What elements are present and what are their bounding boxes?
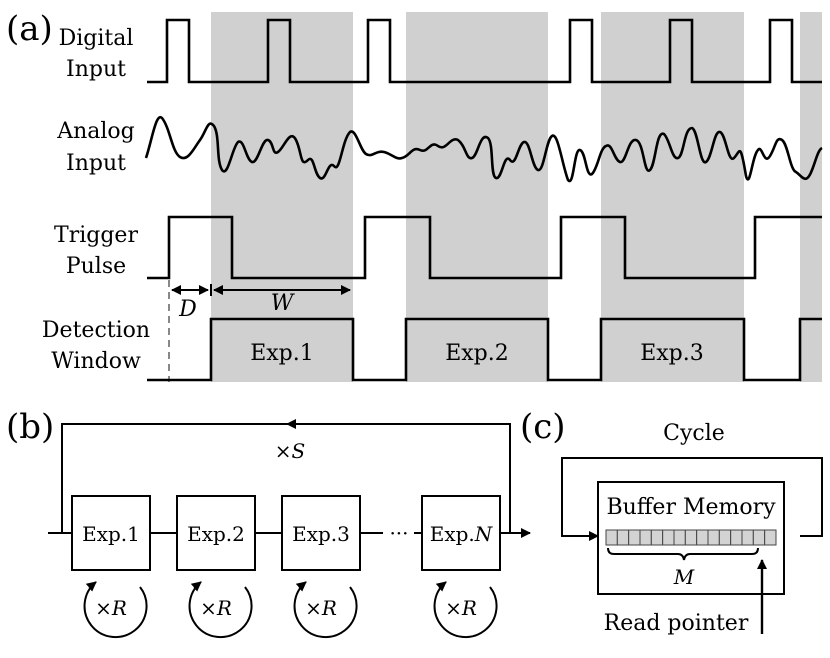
buffer-cell xyxy=(684,529,698,546)
buffer-cell xyxy=(639,529,652,546)
exp-box-n-label: Exp.N xyxy=(430,522,494,546)
trigger-pulse-label-line2: Pulse xyxy=(66,254,126,279)
repeat-r-loop-1 xyxy=(83,581,148,639)
repeat-r-label-2: ×R xyxy=(200,596,232,620)
exp-box-2-label: Exp.2 xyxy=(187,522,245,546)
panel-b: (b) ×S ··· Exp.1 Exp.2 Exp.3 Exp.N ×R ×R… xyxy=(6,407,531,639)
repeat-r-label-3: ×R xyxy=(305,596,337,620)
analog-input-label-line2: Input xyxy=(66,151,126,176)
trigger-pulse-waveform xyxy=(147,215,822,280)
analog-input-waveform xyxy=(144,115,823,183)
buffer-cells xyxy=(605,529,777,546)
exposure-band-4 xyxy=(800,12,822,382)
exp-box-1 xyxy=(71,495,151,571)
buffer-cell xyxy=(662,529,675,546)
repeat-r-label-n: ×R xyxy=(445,596,477,620)
buffer-cell xyxy=(741,529,754,546)
digital-input-waveform xyxy=(147,18,822,84)
buffer-size-brace xyxy=(607,547,759,561)
detection-window-label-line1: Detection xyxy=(42,318,150,343)
sequence-ellipsis: ··· xyxy=(389,521,408,545)
buffer-cell xyxy=(764,529,777,546)
buffer-cell xyxy=(628,529,641,546)
buffer-cell xyxy=(616,529,630,546)
panel-b-tag: (b) xyxy=(6,407,54,447)
window-label-exp-2: Exp.2 xyxy=(445,341,509,366)
repeat-r-loop-2 xyxy=(188,581,253,639)
buffer-cell xyxy=(650,529,664,546)
buffer-size-m-label: M xyxy=(673,565,695,589)
digital-input-label-line2: Input xyxy=(66,57,126,82)
buffer-cell xyxy=(718,529,732,546)
buffer-cell xyxy=(707,529,720,546)
repeat-r-label-1: ×R xyxy=(95,596,127,620)
exp-box-3-label: Exp.3 xyxy=(292,522,350,546)
buffer-cell xyxy=(605,529,618,546)
buffer-cell xyxy=(673,529,686,546)
exposure-band-2 xyxy=(406,12,548,382)
buffer-cell xyxy=(752,529,766,546)
panel-a: (a) Digital Input Analog Input Trigger P… xyxy=(6,9,823,382)
buffer-cell xyxy=(696,529,709,546)
panel-c: (c) Cycle Buffer Memory M Read pointer xyxy=(520,407,823,636)
detection-window-label-line2: Window xyxy=(51,349,141,374)
read-pointer-label: Read pointer xyxy=(604,611,749,636)
buffer-memory-title: Buffer Memory xyxy=(606,495,776,520)
loop-s-label: ×S xyxy=(275,439,305,463)
repeat-r-loop-n xyxy=(433,581,498,639)
window-label-exp-3: Exp.3 xyxy=(640,341,704,366)
exposure-band-1 xyxy=(211,12,353,382)
panel-c-tag: (c) xyxy=(520,407,566,447)
exp-box-3 xyxy=(281,495,361,571)
cycle-loop-arrow xyxy=(561,457,823,541)
exp-box-2 xyxy=(176,495,256,571)
digital-input-label-line1: Digital xyxy=(59,26,134,51)
trigger-pulse-label-line1: Trigger xyxy=(54,223,138,248)
buffer-cell xyxy=(730,529,743,546)
exp-box-1-label: Exp.1 xyxy=(82,522,140,546)
exposure-band-3 xyxy=(601,12,744,382)
repeat-r-loop-3 xyxy=(293,581,358,639)
analog-input-label-line1: Analog xyxy=(56,119,135,144)
width-w-label: W xyxy=(271,291,296,316)
cycle-label: Cycle xyxy=(663,421,725,446)
delay-d-label: D xyxy=(178,297,197,322)
exp-box-n xyxy=(421,495,501,571)
panel-a-tag: (a) xyxy=(6,9,53,49)
detection-window-waveform xyxy=(147,317,822,382)
window-label-exp-1: Exp.1 xyxy=(250,341,314,366)
